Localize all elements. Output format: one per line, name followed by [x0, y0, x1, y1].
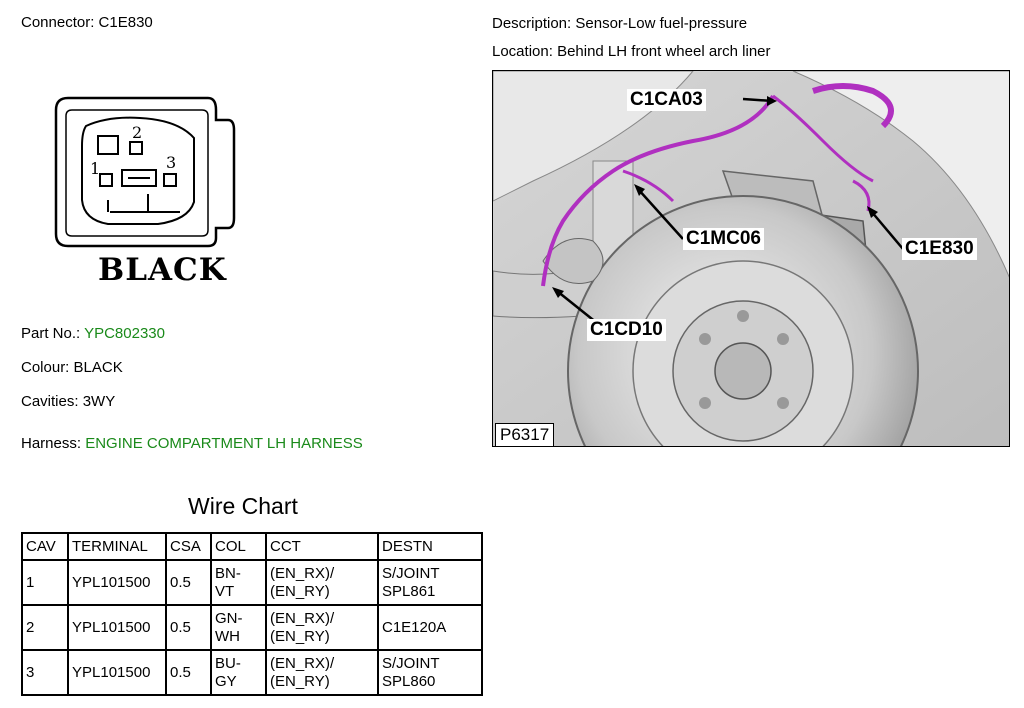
col-line: BU-	[215, 654, 241, 672]
wire-chart-table: CAV TERMINAL CSA COL CCT DESTN 1 YPL1015…	[21, 532, 483, 696]
cavities-line: Cavities: 3WY	[21, 393, 115, 411]
connector-face-drawing: 1 2 3	[54, 96, 236, 248]
cell-terminal: YPL101500	[67, 559, 167, 606]
connector-id: C1E830	[98, 14, 153, 31]
cell-terminal: YPL101500	[67, 649, 167, 696]
destn-line: SPL860	[382, 672, 436, 690]
harness-link[interactable]: ENGINE COMPARTMENT LH HARNESS	[85, 435, 363, 452]
wire-chart-title: Wire Chart	[188, 493, 298, 519]
location-label: Location:	[492, 43, 553, 60]
cct-line: (EN_RY)	[270, 627, 330, 645]
destn-line: S/JOINT	[382, 564, 440, 582]
cell-csa: 0.5	[165, 649, 212, 696]
callout-c1cd10: C1CD10	[587, 319, 666, 341]
part-number-label: Part No.:	[21, 325, 81, 342]
cell-destn: C1E120A	[377, 604, 483, 651]
cell-cct: (EN_RX)/(EN_RY)	[265, 649, 379, 696]
part-number-line: Part No.: YPC802330	[21, 325, 165, 343]
table-row: 3 YPL101500 0.5 BU-GY (EN_RX)/(EN_RY) S/…	[21, 649, 483, 696]
callout-c1mc06: C1MC06	[683, 228, 764, 250]
cell-csa: 0.5	[165, 604, 212, 651]
harness-line: Harness: ENGINE COMPARTMENT LH HARNESS	[21, 435, 363, 453]
header-destn: DESTN	[377, 532, 483, 561]
cell-cav: 1	[21, 559, 69, 606]
destn-line: S/JOINT	[382, 654, 440, 672]
pin-number-1: 1	[90, 159, 100, 178]
col-line: VT	[215, 582, 235, 600]
callout-c1ca03: C1CA03	[627, 89, 706, 111]
cell-terminal: YPL101500	[67, 604, 167, 651]
colour-value: BLACK	[73, 359, 123, 376]
cell-cct: (EN_RX)/(EN_RY)	[265, 559, 379, 606]
col-line: GN-	[215, 609, 243, 627]
header-cct: CCT	[265, 532, 379, 561]
cell-col: GN-WH	[210, 604, 267, 651]
cell-cav: 3	[21, 649, 69, 696]
col-line: GY	[215, 672, 237, 690]
harness-label: Harness:	[21, 435, 82, 452]
cell-cct: (EN_RX)/(EN_RY)	[265, 604, 379, 651]
connector-color-label: BLACK	[98, 252, 227, 288]
location-value: Behind LH front wheel arch liner	[557, 43, 771, 60]
cct-line: (EN_RX)/	[270, 609, 335, 627]
description-label: Description:	[492, 15, 572, 32]
description-line: Description: Sensor-Low fuel-pressure	[492, 15, 747, 33]
header-terminal: TERMINAL	[67, 532, 167, 561]
pin-number-3: 3	[166, 153, 176, 172]
cavities-label: Cavities:	[21, 393, 79, 410]
col-line: BN-	[215, 564, 241, 582]
cell-col: BN-VT	[210, 559, 267, 606]
connector-label: Connector:	[21, 14, 95, 31]
header-csa: CSA	[165, 532, 212, 561]
cct-line: (EN_RY)	[270, 582, 330, 600]
table-row: 1 YPL101500 0.5 BN-VT (EN_RX)/(EN_RY) S/…	[21, 559, 483, 606]
table-row: 2 YPL101500 0.5 GN-WH (EN_RX)/(EN_RY) C1…	[21, 604, 483, 651]
location-line: Location: Behind LH front wheel arch lin…	[492, 43, 771, 61]
location-photo: C1CA03 C1MC06 C1E830 C1CD10 P6317	[492, 70, 1010, 447]
header-cav: CAV	[21, 532, 69, 561]
colour-line: Colour: BLACK	[21, 359, 123, 377]
pin-number-2: 2	[132, 123, 142, 142]
destn-line: C1E120A	[382, 618, 447, 636]
connector-heading: Connector: C1E830	[21, 14, 153, 32]
colour-label: Colour:	[21, 359, 70, 376]
callout-c1e830: C1E830	[902, 238, 977, 260]
destn-line: SPL861	[382, 582, 436, 600]
wheel-arch-illustration	[493, 71, 1009, 446]
photo-code: P6317	[495, 423, 555, 446]
cct-line: (EN_RX)/	[270, 564, 335, 582]
cavities-value: 3WY	[82, 393, 116, 410]
header-col: COL	[210, 532, 267, 561]
description-value: Sensor-Low fuel-pressure	[575, 15, 748, 32]
cell-csa: 0.5	[165, 559, 212, 606]
cell-cav: 2	[21, 604, 69, 651]
part-number-link[interactable]: YPC802330	[84, 325, 165, 342]
wire-chart-header-row: CAV TERMINAL CSA COL CCT DESTN	[21, 532, 483, 561]
cct-line: (EN_RX)/	[270, 654, 335, 672]
col-line: WH	[215, 627, 240, 645]
cell-col: BU-GY	[210, 649, 267, 696]
cct-line: (EN_RY)	[270, 672, 330, 690]
